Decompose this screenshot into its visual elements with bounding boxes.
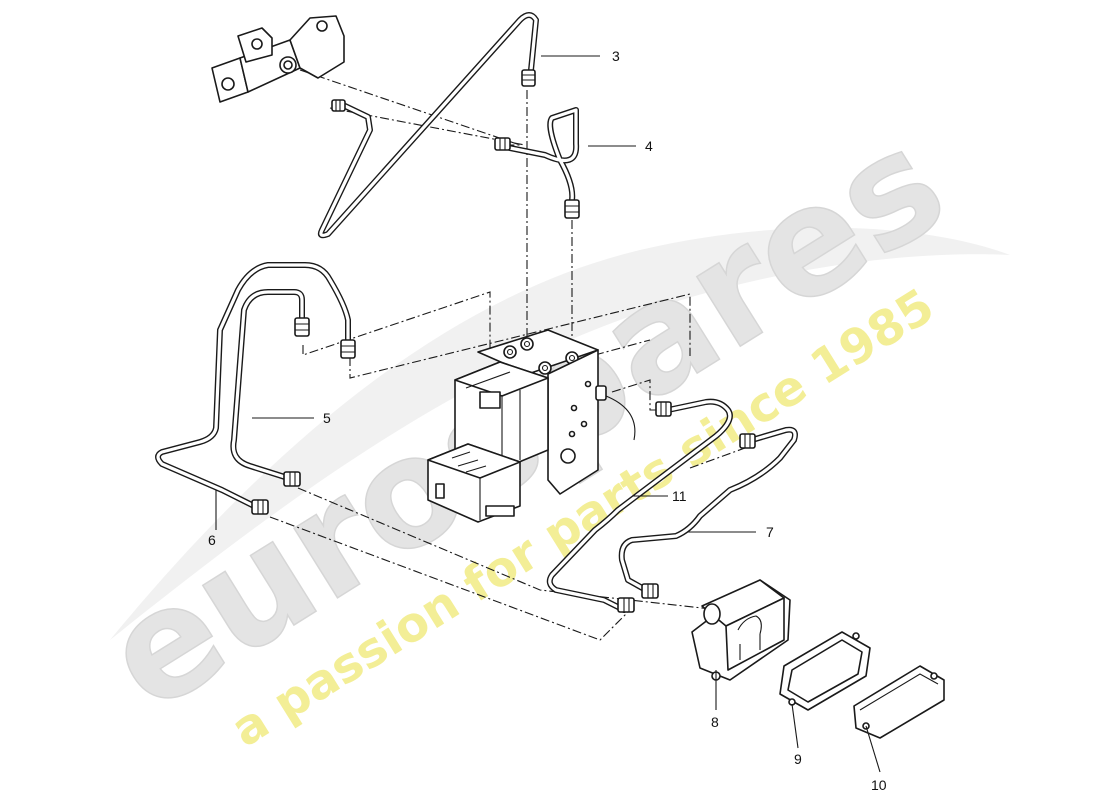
pipe-6-fitting-caliper	[251, 499, 269, 515]
distribution-block-8	[691, 579, 791, 681]
pipe-5-fitting-abs	[294, 317, 310, 337]
brake-pipe-3	[317, 12, 539, 239]
pipe-11-fitting-abs	[655, 401, 672, 417]
brake-pipe-7	[618, 426, 798, 599]
callout-6: 6	[208, 532, 216, 548]
callout-7: 7	[766, 524, 774, 540]
pipe-5-fitting-caliper	[283, 471, 301, 487]
pipe-4-fitting-cylinder	[494, 137, 511, 151]
brake-pipe-4	[494, 107, 580, 219]
watermark-swoosh	[110, 227, 1010, 641]
brake-pipe-6	[155, 262, 356, 515]
brake-pipe-5	[230, 289, 310, 487]
callout-5: 5	[323, 410, 331, 426]
pipe-4-fitting-abs	[564, 199, 580, 219]
pipe-7-fitting-caliper	[641, 583, 659, 599]
master-cylinder	[211, 15, 345, 103]
pipe-6-fitting-abs	[340, 339, 356, 359]
callout-11: 11	[672, 488, 687, 504]
callout-labels: 3 4 5 6 7 8 9 10 11	[208, 48, 887, 793]
callout-leaders	[215, 55, 881, 773]
cover-plate-10	[853, 665, 945, 739]
abs-hydraulic-unit	[427, 329, 636, 523]
callout-3: 3	[612, 48, 620, 64]
pipe-7-fitting-abs	[739, 433, 756, 449]
callout-8: 8	[711, 714, 719, 730]
callout-10: 10	[871, 777, 887, 793]
pipe-3-fitting-cylinder	[331, 99, 346, 112]
callout-4: 4	[645, 138, 653, 154]
assembly-centerlines	[269, 69, 746, 641]
gasket-9	[779, 631, 871, 711]
pipe-11-fitting-caliper	[617, 597, 635, 613]
callout-9: 9	[794, 751, 802, 767]
pipe-3-fitting-abs	[521, 69, 536, 87]
brake-pipe-11	[546, 398, 733, 613]
